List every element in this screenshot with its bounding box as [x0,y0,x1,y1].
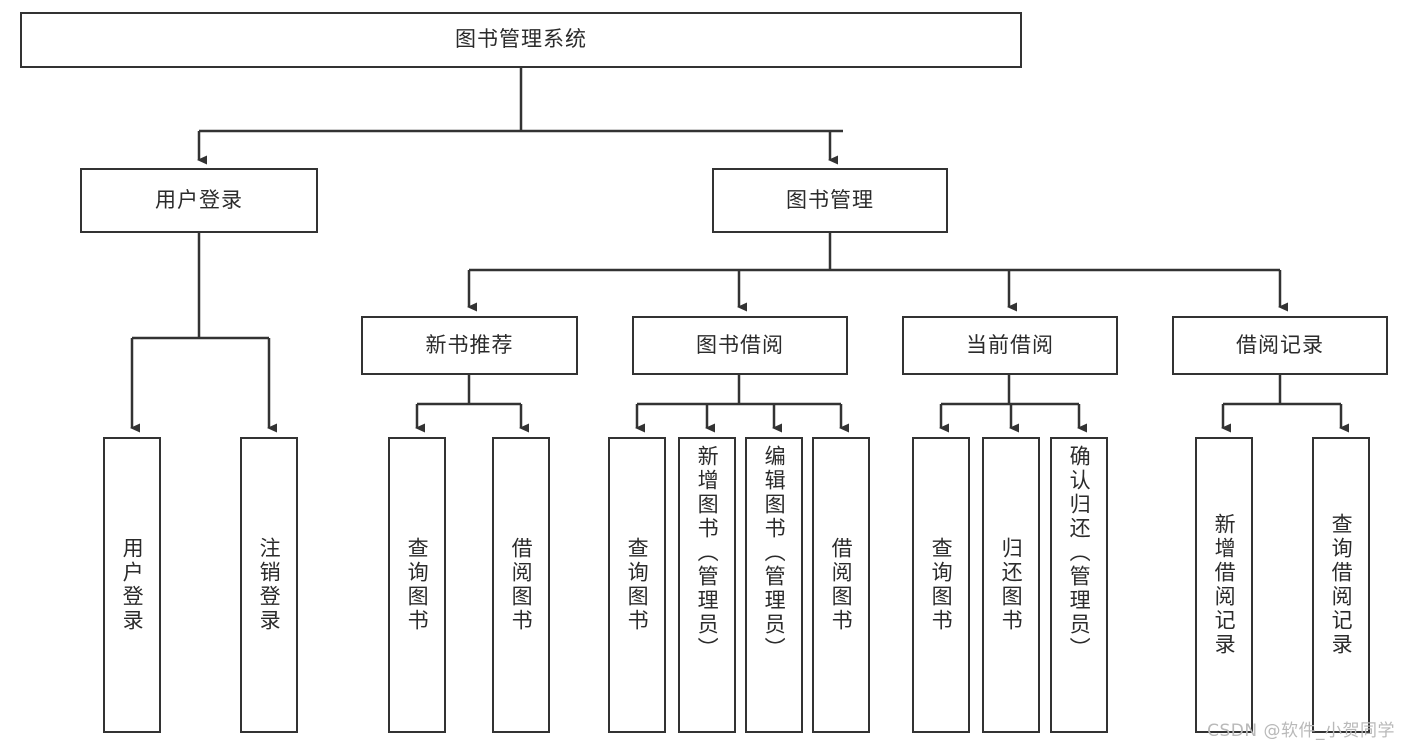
node-new-book-rec[interactable]: 新书推荐 [361,316,578,375]
node-user-login-label: 用户登录 [155,187,243,212]
node-leaf-borrow-book-1-label: 借阅图书 [509,537,534,633]
node-new-book-rec-label: 新书推荐 [425,332,514,357]
node-borrow-record[interactable]: 借阅记录 [1172,316,1388,375]
node-current-borrow[interactable]: 当前借阅 [902,316,1118,375]
node-leaf-query-book-1-label: 查询图书 [405,537,430,633]
node-leaf-add-record-label: 新增借阅记录 [1212,513,1237,657]
node-leaf-borrow-book-2-label: 借阅图书 [829,537,854,633]
node-root[interactable]: 图书管理系统 [20,12,1022,68]
node-leaf-logout[interactable]: 注销登录 [240,437,298,733]
node-book-borrow-label: 图书借阅 [696,332,784,357]
node-leaf-query-book-1[interactable]: 查询图书 [388,437,446,733]
node-leaf-user-login[interactable]: 用户登录 [103,437,161,733]
node-current-borrow-label: 当前借阅 [966,332,1054,357]
node-leaf-query-book-3[interactable]: 查询图书 [912,437,970,733]
node-leaf-add-book[interactable]: 新增图书（管理员） [678,437,736,733]
node-book-manage[interactable]: 图书管理 [712,168,948,233]
node-leaf-add-book-label: 新增图书（管理员） [695,445,720,661]
node-leaf-edit-book[interactable]: 编辑图书（管理员） [745,437,803,733]
node-user-login[interactable]: 用户登录 [80,168,318,233]
node-leaf-add-record[interactable]: 新增借阅记录 [1195,437,1253,733]
node-leaf-edit-book-label: 编辑图书（管理员） [762,445,787,661]
node-leaf-query-book-2[interactable]: 查询图书 [608,437,666,733]
node-leaf-query-record[interactable]: 查询借阅记录 [1312,437,1370,733]
node-leaf-logout-label: 注销登录 [257,537,282,633]
node-leaf-query-book-3-label: 查询图书 [929,537,954,633]
node-leaf-query-book-2-label: 查询图书 [625,537,650,633]
node-root-label: 图书管理系统 [455,27,587,52]
node-book-borrow[interactable]: 图书借阅 [632,316,848,375]
node-leaf-borrow-book-2[interactable]: 借阅图书 [812,437,870,733]
node-leaf-return-book-label: 归还图书 [999,537,1024,633]
node-leaf-return-book[interactable]: 归还图书 [982,437,1040,733]
node-leaf-query-record-label: 查询借阅记录 [1329,513,1354,657]
node-leaf-borrow-book-1[interactable]: 借阅图书 [492,437,550,733]
node-book-manage-label: 图书管理 [786,187,874,212]
node-borrow-record-label: 借阅记录 [1236,332,1324,357]
watermark: CSDN @软件_小贺同学 [1207,721,1395,741]
node-leaf-confirm-return-label: 确认归还（管理员） [1067,445,1092,661]
node-leaf-confirm-return[interactable]: 确认归还（管理员） [1050,437,1108,733]
node-leaf-user-login-label: 用户登录 [120,537,145,633]
